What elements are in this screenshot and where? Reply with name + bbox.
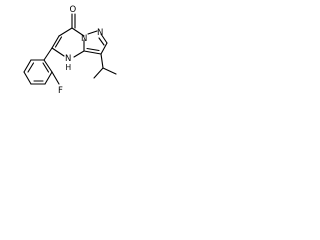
- double-bond-inner: [54, 36, 63, 48]
- double-bond-inner: [42, 62, 50, 73]
- bond: [51, 35, 60, 49]
- atom-label-pyrazole-nitrogen: N: [97, 28, 103, 38]
- pyrimidinone-ring: [51, 13, 85, 58]
- bond: [100, 33, 108, 44]
- bond: [23, 59, 32, 73]
- pyrazole-ring: [83, 30, 108, 55]
- bond: [71, 27, 85, 37]
- bond-to-fluorine: [51, 71, 60, 85]
- bond: [100, 53, 104, 69]
- atom-label-oxygen: O: [70, 5, 77, 15]
- double-bond-inner: [27, 62, 35, 73]
- bond: [102, 67, 117, 75]
- atom-label-amine-nitrogen: N: [65, 54, 71, 64]
- double-bond-inner: [86, 47, 100, 52]
- bond: [83, 50, 102, 55]
- isopropyl-group: [93, 53, 117, 79]
- atom-label-fluorine: F: [58, 86, 63, 96]
- fluorophenyl-ring: [23, 59, 60, 85]
- bond: [87, 30, 98, 35]
- bond: [100, 42, 108, 55]
- bond-aryl-link: [43, 47, 53, 61]
- bond: [43, 59, 53, 73]
- bond: [44, 71, 53, 85]
- bond: [23, 71, 32, 85]
- bond: [58, 27, 73, 37]
- double-bond-inner: [98, 37, 105, 46]
- bond: [73, 50, 85, 58]
- atom-label-bridge-nitrogen: N: [81, 34, 87, 44]
- chemical-structure-drawing: O N N N H F: [23, 5, 117, 96]
- atom-label-amine-hydrogen: H: [66, 63, 72, 72]
- bond: [93, 67, 104, 79]
- bond: [51, 47, 65, 57]
